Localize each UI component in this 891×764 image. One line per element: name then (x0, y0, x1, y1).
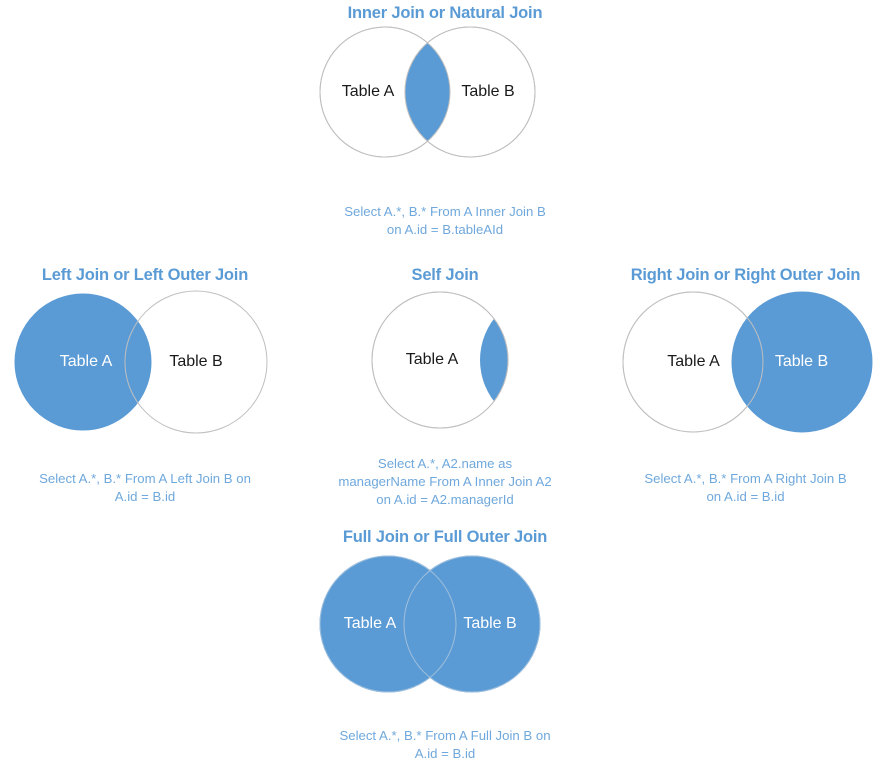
venn-circle-b-outline (404, 26, 536, 158)
venn-self-lens (480, 292, 508, 429)
diagram-panel-right-join: Right Join or Right Outer Join Table A T… (600, 266, 891, 506)
diagram-panel-inner-join: Inner Join or Natural Join Table A Table… (280, 4, 610, 239)
venn-left-join: Table A Table B (10, 284, 280, 464)
panel-caption-left-join: Select A.*, B.* From A Left Join B on A.… (39, 471, 251, 504)
venn-circle-b (731, 291, 872, 433)
venn-circle-b (403, 555, 541, 693)
venn-full-join: Table A Table B (280, 546, 610, 721)
venn-circle-b (124, 290, 268, 434)
panel-title-self-join: Self Join (411, 266, 479, 284)
panel-title-right-join: Right Join or Right Outer Join (630, 266, 861, 284)
venn-inner-join: Table A Table B (280, 22, 610, 197)
panel-caption-inner-join: Select A.*, B.* From A Inner Join B on A… (344, 204, 546, 237)
venn-circle-b-outline (403, 555, 541, 693)
venn-self-join: Table A (300, 284, 590, 449)
venn-circle-a-outline (622, 291, 763, 433)
venn-circle-a-outline (319, 26, 451, 158)
panel-title-inner-join: Inner Join or Natural Join (347, 4, 543, 22)
venn-circle-a-outline (319, 555, 457, 693)
panel-title-left-join: Left Join or Left Outer Join (41, 266, 249, 284)
venn-circle-a (14, 293, 152, 431)
venn-intersection-lens (405, 27, 450, 158)
venn-right-join: Table A Table B (606, 284, 886, 464)
panel-caption-self-join: Select A.*, A2.name as managerName From … (338, 456, 552, 507)
diagram-panel-full-join: Full Join or Full Outer Join Table A Tab… (280, 528, 610, 763)
diagram-panel-self-join: Self Join Table A Select A.*, A2.name as… (300, 266, 590, 509)
diagram-panel-left-join: Left Join or Left Outer Join Table A Tab… (0, 266, 290, 506)
panel-caption-right-join: Select A.*, B.* From A Right Join B on A… (644, 471, 847, 504)
panel-caption-full-join: Select A.*, B.* From A Full Join B on A.… (339, 728, 551, 761)
venn-circle-a-outline (371, 291, 509, 429)
panel-title-full-join: Full Join or Full Outer Join (342, 528, 548, 546)
